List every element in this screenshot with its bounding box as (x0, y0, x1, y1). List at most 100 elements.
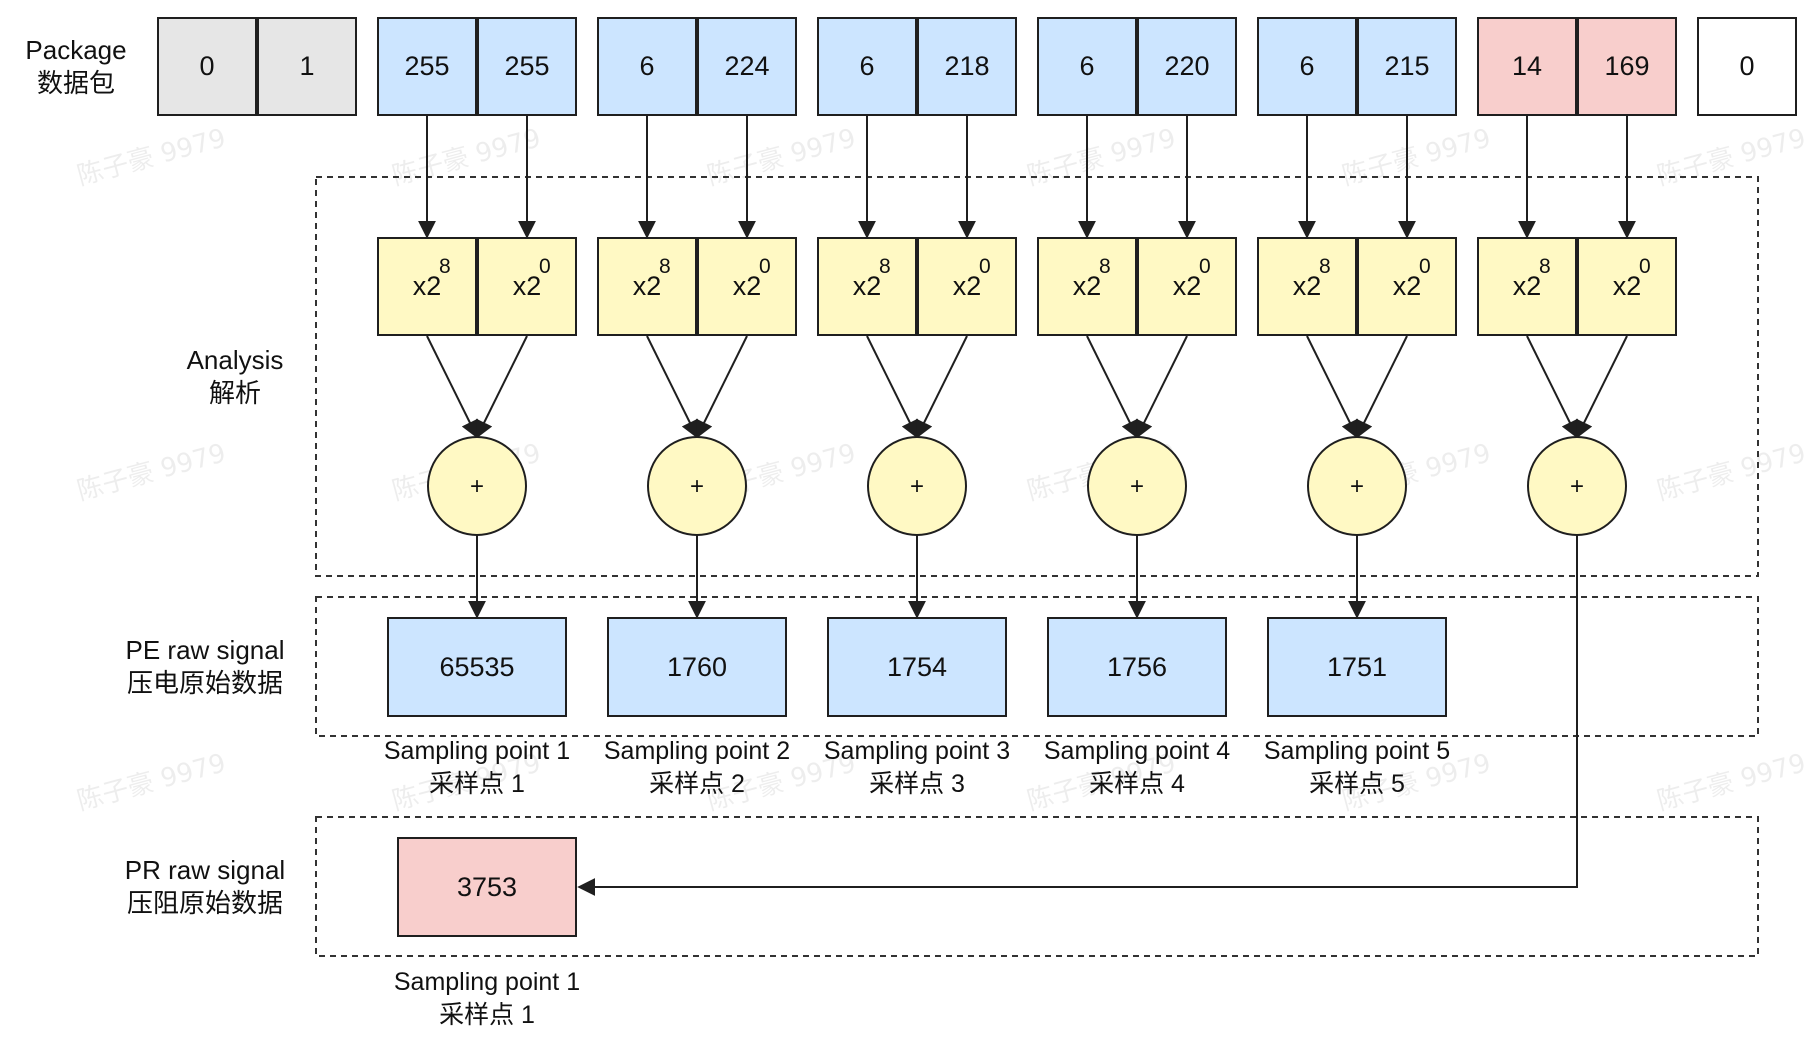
multiplier-exponent: 8 (879, 255, 891, 278)
connector-arrow (866, 335, 918, 439)
package-byte: 218 (917, 17, 1017, 116)
analysis-frame (315, 176, 1759, 577)
package-byte: 255 (377, 17, 477, 116)
adder-symbol: + (470, 473, 484, 500)
adder-symbol: + (690, 473, 704, 500)
pe-sample-label-cn: 采样点 4 (1089, 770, 1185, 798)
package-byte: 215 (1357, 17, 1457, 116)
package-byte: 6 (1037, 17, 1137, 116)
pe-sample-label: Sampling point 5 (1263, 737, 1451, 765)
analysis-label-en: Analysis (186, 345, 284, 375)
pr-signal-label-cn: 压阻原始数据 (126, 888, 283, 918)
connector-arrow (577, 535, 1578, 896)
connector-arrow (696, 335, 748, 439)
adder-symbol: + (1570, 473, 1584, 500)
connector-arrow (1306, 335, 1358, 439)
watermark-text: 陈子豪 9979 (74, 123, 229, 191)
multiplier-exponent: 0 (539, 255, 551, 278)
multiplier-exponent: 8 (1099, 255, 1111, 278)
adder-node (1307, 436, 1407, 536)
package-label-en: Package (25, 35, 127, 65)
package-byte: 255 (477, 17, 577, 116)
package-label: Package 数据包 (0, 34, 152, 100)
watermark-text: 陈子豪 9979 (1654, 123, 1809, 191)
watermark-text: 陈子豪 9979 (389, 123, 544, 191)
package-byte: 0 (157, 17, 257, 116)
pe-sample-label: Sampling point 3 (823, 737, 1011, 765)
multiplier-exponent: 0 (1199, 255, 1211, 278)
package-byte: 0 (1697, 17, 1797, 116)
connector-arrow (646, 335, 698, 439)
pe-sample-label-cn: 采样点 3 (869, 770, 965, 798)
pr-signal-frame (315, 816, 1759, 957)
connector-arrow (1086, 335, 1138, 439)
watermark-text: 陈子豪 9979 (1339, 123, 1494, 191)
adder-symbol: + (1350, 473, 1364, 500)
adder-symbol: + (1130, 473, 1144, 500)
multiplier-exponent: 8 (1539, 255, 1551, 278)
pe-sample-value: 1754 (827, 617, 1007, 717)
watermark-text: 陈子豪 9979 (1654, 748, 1809, 816)
package-byte: 169 (1577, 17, 1677, 116)
connector-arrow (476, 335, 528, 439)
pe-sample-value: 1751 (1267, 617, 1447, 717)
watermark-text: 陈子豪 9979 (1654, 438, 1809, 506)
adder-node (647, 436, 747, 536)
pe-sample-label: Sampling point 1 (383, 737, 571, 765)
pr-sample-value: 3753 (397, 837, 577, 937)
connector-arrow (1136, 335, 1188, 439)
pe-sample-label-cn: 采样点 5 (1309, 770, 1405, 798)
pr-sample-label-cn: 采样点 1 (439, 1001, 535, 1029)
package-byte: 6 (597, 17, 697, 116)
analysis-label: Analysis 解析 (160, 344, 310, 410)
pe-signal-label: PE raw signal 压电原始数据 (100, 634, 310, 700)
pe-signal-label-en: PE raw signal (125, 635, 285, 665)
watermark-text: 陈子豪 9979 (74, 748, 229, 816)
adder-node (1527, 436, 1627, 536)
pr-signal-label: PR raw signal 压阻原始数据 (100, 854, 310, 920)
multiplier-exponent: 8 (439, 255, 451, 278)
watermark-text: 陈子豪 9979 (1024, 123, 1179, 191)
watermark-text: 陈子豪 9979 (74, 438, 229, 506)
package-byte: 1 (257, 17, 357, 116)
multiplier-exponent: 0 (979, 255, 991, 278)
pe-sample-label-cn: 采样点 1 (429, 770, 525, 798)
pe-sample-label: Sampling point 4 (1043, 737, 1231, 765)
multiplier-exponent: 0 (759, 255, 771, 278)
multiplier-exponent: 0 (1639, 255, 1651, 278)
pr-signal-label-en: PR raw signal (124, 855, 286, 885)
connector-arrow (916, 335, 968, 439)
package-byte: 220 (1137, 17, 1237, 116)
connector-arrow (1526, 335, 1578, 439)
watermark-text: 陈子豪 9979 (704, 123, 859, 191)
pr-sample-label: Sampling point 1 (393, 968, 581, 996)
pe-signal-frame (315, 596, 1759, 737)
package-byte: 6 (1257, 17, 1357, 116)
package-byte: 14 (1477, 17, 1577, 116)
adder-symbol: + (910, 473, 924, 500)
analysis-label-cn: 解析 (208, 378, 261, 408)
pe-signal-label-cn: 压电原始数据 (126, 668, 283, 698)
package-byte: 6 (817, 17, 917, 116)
pe-sample-value: 65535 (387, 617, 567, 717)
pe-sample-value: 1756 (1047, 617, 1227, 717)
connector-arrow (426, 335, 478, 439)
pe-sample-value: 1760 (607, 617, 787, 717)
multiplier-exponent: 8 (659, 255, 671, 278)
multiplier-exponent: 8 (1319, 255, 1331, 278)
multiplier-exponent: 0 (1419, 255, 1431, 278)
adder-node (1087, 436, 1187, 536)
